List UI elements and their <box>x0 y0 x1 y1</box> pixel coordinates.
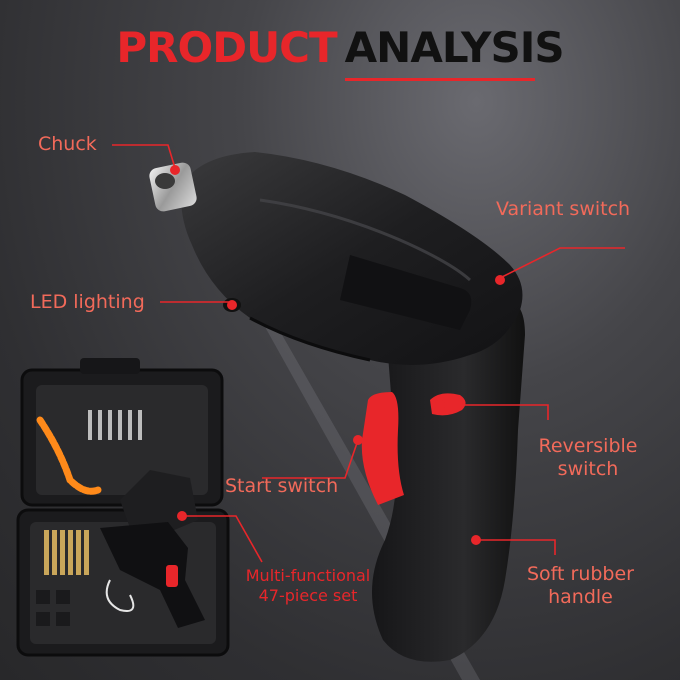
label-multi-line1: Multi-functional <box>245 566 371 585</box>
label-reversible-line1: Reversible <box>538 435 638 457</box>
callout-dot-chuck <box>170 165 180 175</box>
label-led-lighting: LED lighting <box>30 291 145 313</box>
label-soft-line2: handle <box>548 586 613 608</box>
callout-line-start <box>262 439 359 479</box>
label-reversible-switch: Reversible switch <box>528 435 648 481</box>
callout-line-soft <box>476 539 556 555</box>
label-start-switch: Start switch <box>225 475 339 497</box>
callout-dot-led <box>227 300 237 310</box>
label-soft-line1: Soft rubber <box>526 563 634 585</box>
callout-dot-soft <box>471 535 481 545</box>
tool-case <box>16 358 230 657</box>
title-underline <box>345 78 535 81</box>
label-variant-switch: Variant switch <box>496 198 631 220</box>
callouts <box>112 144 625 563</box>
label-multi-functional-set: Multi-functional 47-piece set <box>228 566 388 606</box>
label-chuck: Chuck <box>38 133 97 155</box>
callout-line-variant <box>499 247 625 279</box>
callout-dot-variant <box>495 275 505 285</box>
label-multi-line2: 47-piece set <box>258 586 358 605</box>
callout-dot-start <box>353 435 363 445</box>
label-reversible-line2: switch <box>557 458 619 480</box>
callout-line-chuck <box>112 144 176 169</box>
title-part-black: ANALYSIS <box>344 23 565 72</box>
callout-line-multi <box>182 515 263 563</box>
title-part-red: PRODUCT <box>116 23 337 72</box>
callout-dot-reversible <box>435 400 445 410</box>
screwdriver <box>149 152 525 662</box>
callout-line-reversible <box>440 404 549 420</box>
callout-dot-multi <box>177 511 187 521</box>
label-soft-rubber-handle: Soft rubber handle <box>518 563 643 609</box>
